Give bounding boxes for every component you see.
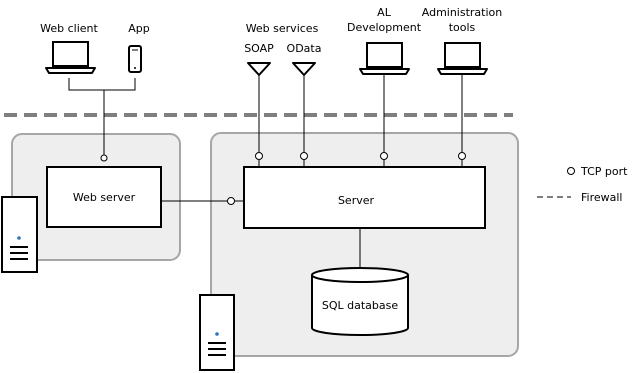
- admin-label-line2: tools: [449, 21, 476, 34]
- server-rack-icon: [199, 294, 235, 371]
- legend-firewall-label: Firewall: [581, 191, 622, 204]
- database-icon: [311, 267, 409, 336]
- web-server-box: [46, 166, 162, 228]
- al-label-line1: AL: [377, 6, 392, 19]
- web-server-label: Web server: [73, 191, 136, 204]
- server-box: [243, 166, 486, 229]
- server-rack-icon: [1, 196, 38, 273]
- antenna-icon: [247, 62, 271, 167]
- app-label: App: [128, 22, 150, 35]
- legend: TCP port Firewall: [537, 165, 628, 204]
- laptop-icon: [45, 41, 96, 74]
- laptop-icon: [437, 42, 488, 167]
- client-connector: [68, 78, 136, 157]
- web-client-label: Web client: [40, 22, 98, 35]
- tcp-port-server-left: [227, 197, 235, 205]
- laptop-icon: [359, 42, 410, 167]
- phone-icon: [128, 45, 142, 73]
- sql-database-label: SQL database: [322, 299, 398, 312]
- antenna-icon: [292, 62, 316, 167]
- server-label: Server: [338, 194, 375, 207]
- legend-tcp-port-label: TCP port: [580, 165, 628, 178]
- soap-label: SOAP: [244, 42, 274, 55]
- odata-label: OData: [287, 42, 322, 55]
- admin-label-line1: Administration: [422, 6, 503, 19]
- web-services-label: Web services: [246, 22, 319, 35]
- tcp-port-web-server: [100, 154, 108, 162]
- al-label-line2: Development: [347, 21, 422, 34]
- legend-tcp-port-icon: [567, 167, 575, 175]
